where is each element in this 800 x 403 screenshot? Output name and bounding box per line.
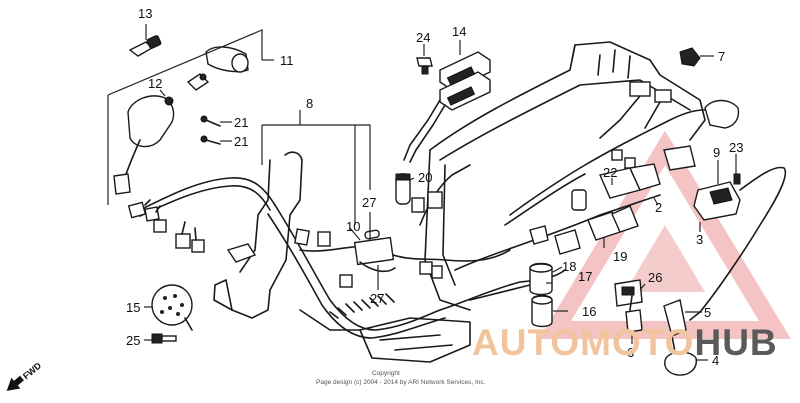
callout-23: 23 [729, 140, 743, 155]
left-frame-tube [213, 151, 303, 319]
watermark-text: AUTOMOTOHUB [472, 322, 778, 363]
callout-27a: 27 [362, 195, 376, 210]
callout-4: 4 [712, 353, 719, 368]
frame-body-outline [424, 41, 706, 311]
copyright-line-1: Copyright [372, 370, 400, 377]
callout-labels: 13 11 12 21 21 8 24 14 7 9 23 22 2 20 27… [126, 6, 743, 368]
callout-21a: 21 [234, 115, 248, 130]
callout-10: 10 [346, 219, 360, 234]
small-relays-center [529, 189, 587, 255]
watermark-part-2: HUB [694, 322, 777, 363]
watermark-part-1: AUTOMOTO [472, 322, 694, 363]
callout-18: 18 [562, 259, 576, 274]
callout-19: 19 [613, 249, 627, 264]
lock-cylinder [186, 73, 210, 91]
screws-21 [200, 115, 221, 145]
callout-11: 11 [280, 53, 294, 68]
bolt-25 [151, 333, 177, 344]
rear-connectors [599, 81, 740, 169]
callout-20: 20 [418, 170, 432, 185]
connector-cluster-left [127, 199, 205, 253]
bolt-24 [416, 57, 433, 75]
spark-cap-5 [663, 299, 687, 353]
svg-text:AUTOMOTOHUB: AUTOMOTOHUB [472, 322, 778, 363]
regulator-26 [614, 279, 643, 307]
callout-12: 12 [148, 76, 162, 91]
copyright-line-2: Page design (c) 2004 - 2014 by ARI Netwo… [316, 379, 486, 386]
part-10 [364, 229, 380, 240]
callout-25: 25 [126, 333, 140, 348]
cylinder-16 [531, 294, 553, 328]
ignition-switch [113, 95, 175, 195]
callout-13: 13 [138, 6, 152, 21]
callout-3: 3 [696, 232, 703, 247]
callout-17: 17 [578, 269, 592, 284]
callout-7: 7 [718, 49, 725, 64]
watermark-logo-triangle [539, 130, 791, 339]
callout-16: 16 [582, 304, 596, 319]
callout-14: 14 [452, 24, 466, 39]
fwd-indicator: FWD [6, 360, 44, 391]
leader-lines [144, 24, 737, 361]
ignition-coil-9 [689, 166, 787, 321]
plug-6 [625, 295, 643, 333]
cap-4 [664, 351, 697, 376]
cylinder-18 [529, 262, 553, 296]
part-20-cylinder [395, 173, 411, 205]
callout-24: 24 [416, 30, 430, 45]
callout-5: 5 [704, 305, 711, 320]
callout-9: 9 [713, 145, 720, 160]
clip-7 [679, 47, 701, 67]
group-bracket-11 [107, 29, 263, 205]
relay-2 [599, 163, 661, 199]
fuse-box-14 [403, 51, 491, 163]
relay-22 [663, 145, 696, 171]
copyright-notice: Copyright Page design (c) 2004 - 2014 by… [316, 370, 486, 386]
callout-22: 22 [603, 165, 617, 180]
floor-pan [299, 309, 471, 363]
callout-15: 15 [126, 300, 140, 315]
grip-11 [205, 46, 249, 73]
callout-8: 8 [306, 96, 313, 111]
relay-19 [587, 205, 639, 241]
fwd-label: FWD [21, 360, 44, 381]
callout-2: 2 [655, 200, 662, 215]
fwd-arrow-icon [6, 375, 24, 391]
key-13 [128, 35, 162, 57]
callout-21b: 21 [234, 134, 248, 149]
horn-15 [151, 284, 193, 331]
connector-cluster-mid [294, 191, 443, 288]
callout-26: 26 [648, 270, 662, 285]
callout-6: 6 [627, 345, 634, 360]
callout-27b: 27 [370, 291, 384, 306]
